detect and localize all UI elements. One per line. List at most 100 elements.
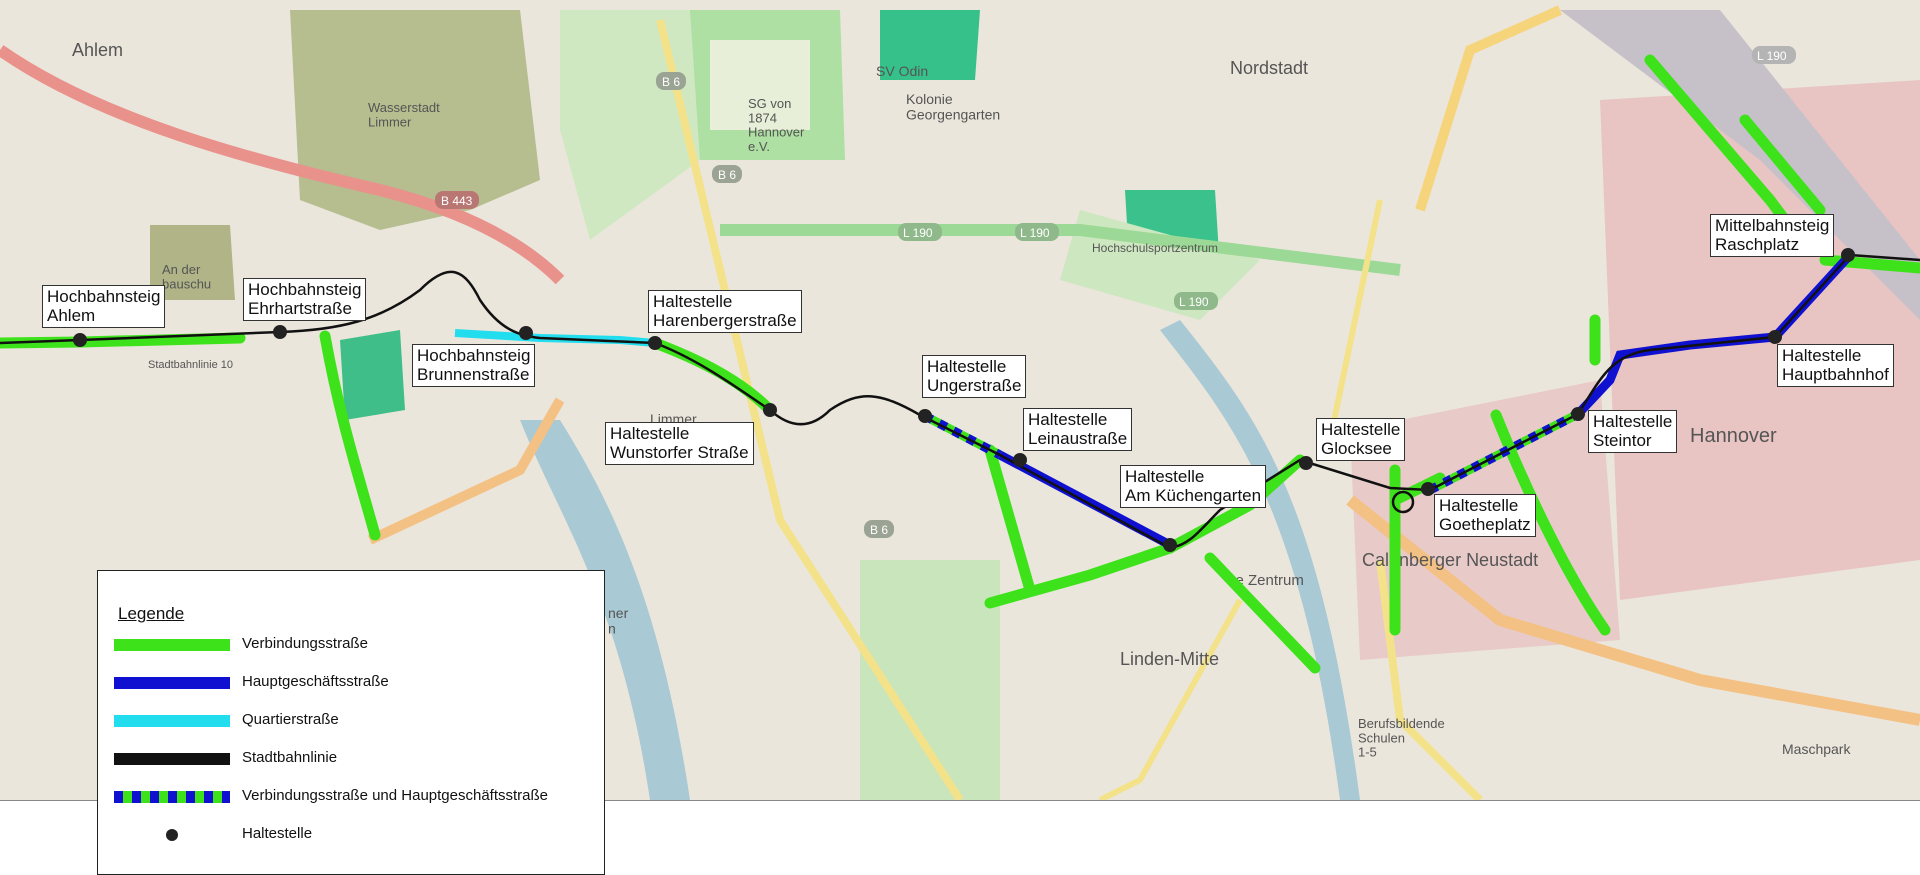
stop-label-wunstorfer[interactable]: Haltestelle Wunstorfer Straße (605, 422, 754, 465)
stop-label-hauptbahnhof[interactable]: Haltestelle Hauptbahnhof (1777, 344, 1894, 387)
road-shield-b6: B 6 (712, 165, 742, 183)
legend-label: Hauptgeschäftsstraße (242, 673, 389, 690)
legend-item-connecting: Verbindungsstraße (114, 633, 594, 657)
svg-text:B 6: B 6 (662, 75, 680, 89)
stop-label-harenberger[interactable]: Haltestelle Harenbergerstraße (648, 290, 802, 333)
road (1098, 598, 1243, 800)
park-area (560, 10, 700, 240)
sports-area (880, 10, 980, 80)
place-label: Stadtbahnlinie 10 (148, 359, 233, 371)
legend-label: Quartierstraße (242, 711, 339, 728)
stop-label-ehrhart[interactable]: Hochbahnsteig Ehrhartstraße (243, 278, 367, 321)
stop-marker-ahlem (73, 333, 87, 347)
road-shield-l190: L 190 (1015, 223, 1059, 241)
stop-marker-wunstorfer (763, 403, 777, 417)
stop-marker-hauptbahnhof (1768, 330, 1782, 344)
legend-item-main-shopping: Hauptgeschäftsstraße (114, 671, 594, 695)
legend-item-stop: Haltestelle (114, 823, 594, 847)
place-label: se Zentrum (1228, 572, 1304, 589)
park-area (290, 10, 540, 230)
stop-label-goetheplatz[interactable]: Haltestelle Goetheplatz (1434, 494, 1536, 537)
road-shield-b443: B 443 (435, 191, 479, 209)
stop-label-brunnen[interactable]: Hochbahnsteig Brunnenstraße (412, 344, 536, 387)
legend-swatch-stop (166, 829, 178, 841)
legend-swatch-cyan (114, 715, 230, 727)
svg-text:L 190: L 190 (1020, 226, 1050, 240)
stop-marker-brunnen (519, 326, 533, 340)
river (1160, 320, 1360, 800)
road (1376, 559, 1483, 800)
stop-label-leinau[interactable]: Haltestelle Leinaustraße (1023, 408, 1133, 451)
park-area (150, 225, 235, 300)
place-label: Hannover (1690, 425, 1777, 447)
svg-text:B 6: B 6 (870, 523, 888, 537)
legend-swatch-black (114, 753, 230, 765)
legend-item-mixed: Verbindungsstraße und Hauptgeschäftsstra… (114, 785, 594, 809)
stop-label-glocksee[interactable]: Haltestelle Glocksee (1316, 418, 1406, 461)
place-label: Maschpark (1782, 741, 1851, 757)
road-l190 (720, 224, 1401, 276)
road-shield-b6: B 6 (656, 72, 686, 90)
place-label: Hochschulsportzentrum (1092, 241, 1218, 255)
legend-swatch-green (114, 639, 230, 651)
place-label: Linden-Mitte (1120, 649, 1219, 669)
road (656, 19, 964, 800)
road-shield-l190: L 190 (898, 223, 942, 241)
stop-marker-glocksee (1299, 456, 1313, 470)
stop-label-kuechengarten[interactable]: Haltestelle Am Küchengarten (1120, 465, 1267, 508)
road-b443 (0, 45, 565, 285)
tram-stops (73, 248, 1855, 552)
svg-text:L 190: L 190 (1757, 49, 1787, 63)
legend-label: Stadtbahnlinie (242, 749, 338, 766)
river (520, 420, 690, 800)
stop-label-steintor[interactable]: Haltestelle Steintor (1588, 410, 1678, 453)
road-shield-l190: L 190 (1174, 292, 1218, 310)
connecting-street-network (0, 54, 1920, 674)
svg-text:B 443: B 443 (441, 194, 473, 208)
stop-marker-raschplatz (1841, 248, 1855, 262)
stop-label-ahlem[interactable]: Hochbahnsteig Ahlem (42, 285, 166, 328)
stop-marker-harenberger (648, 336, 662, 350)
place-label: Nordstadt (1230, 58, 1308, 78)
stop-label-raschplatz[interactable]: Mittelbahnsteig Raschplatz (1710, 214, 1835, 257)
place-label: SV Odin (876, 63, 928, 79)
legend-swatch-blue (114, 677, 230, 689)
stop-marker-ehrhart (273, 325, 287, 339)
garden-area (710, 40, 810, 130)
svg-text:B 6: B 6 (718, 168, 736, 182)
legend: Legende Verbindungsstraße Hauptgeschäfts… (97, 570, 605, 875)
road-shield-b6: B 6 (864, 520, 894, 538)
legend-swatch-mixed (114, 791, 230, 803)
stop-label-unger[interactable]: Haltestelle Ungerstraße (922, 355, 1027, 398)
stop-marker-goetheplatz (1421, 482, 1435, 496)
road (1415, 5, 1563, 212)
park-area (860, 560, 1000, 800)
road-shield-l190: L 190 (1752, 46, 1796, 64)
legend-item-quarter: Quartierstraße (114, 709, 594, 733)
legend-title: Legende (118, 604, 185, 623)
legend-label: Verbindungsstraße und Hauptgeschäftsstra… (242, 787, 549, 804)
svg-text:L 190: L 190 (1179, 295, 1209, 309)
legend-label: Verbindungsstraße (242, 635, 368, 652)
road (1346, 495, 1920, 726)
place-label: Calenberger Neustadt (1362, 550, 1538, 570)
legend-label: Haltestelle (242, 825, 313, 842)
sports-area (340, 330, 405, 420)
road (1327, 199, 1383, 441)
stop-marker-leinau (1013, 453, 1027, 467)
place-label: Ahlem (72, 40, 123, 60)
road (367, 397, 565, 545)
stop-marker-kuechengarten (1163, 538, 1177, 552)
stop-marker-unger (918, 409, 932, 423)
stop-marker-steintor (1571, 407, 1585, 421)
svg-text:L 190: L 190 (903, 226, 933, 240)
rail-yard (1560, 10, 1920, 320)
junction-ring (1391, 490, 1415, 514)
legend-item-tram: Stadtbahnlinie (114, 747, 594, 771)
